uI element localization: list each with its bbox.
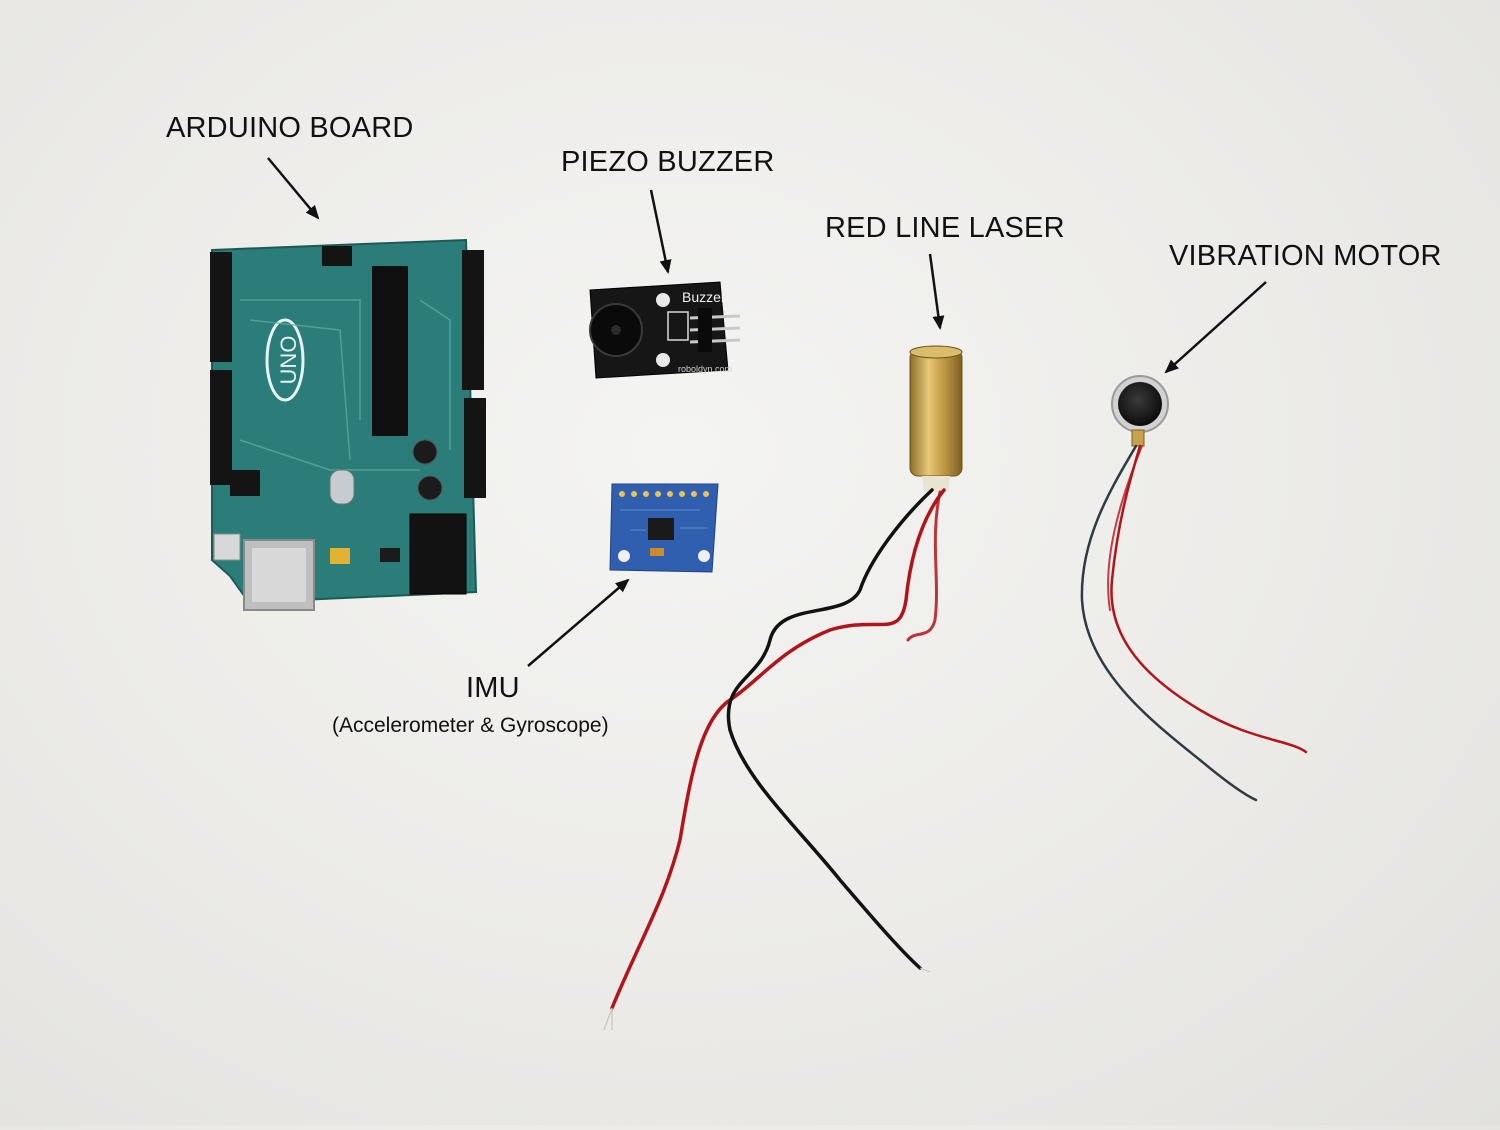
uno-logo-text: UNO (276, 336, 301, 385)
piezo-buzzer-module: Buzzer roboldyn.com (589, 281, 741, 379)
red-line-laser (603, 345, 963, 1031)
red-line-laser-label: RED LINE LASER (825, 212, 1065, 244)
imu-label: IMU (466, 672, 520, 704)
laser-arrow (928, 253, 945, 330)
imu-sublabel: (Accelerometer & Gyroscope) (332, 714, 609, 737)
imu-module (609, 483, 719, 573)
arduino-board-label: ARDUINO BOARD (166, 112, 414, 144)
vibration-motor-label: VIBRATION MOTOR (1169, 240, 1442, 272)
buzzer-arrow (649, 189, 672, 274)
arduino-board: UNO (210, 238, 486, 611)
motor-arrow (1164, 281, 1267, 374)
vibration-motor (1080, 375, 1308, 802)
buzzer-module-text: Buzzer (682, 289, 726, 305)
arduino-arrow (267, 157, 320, 220)
buzzer-site-text: roboldyn.com (678, 364, 732, 374)
piezo-buzzer-label: PIEZO BUZZER (561, 146, 775, 178)
imu-arrow (527, 578, 630, 667)
annotation-arrows (267, 157, 1267, 667)
